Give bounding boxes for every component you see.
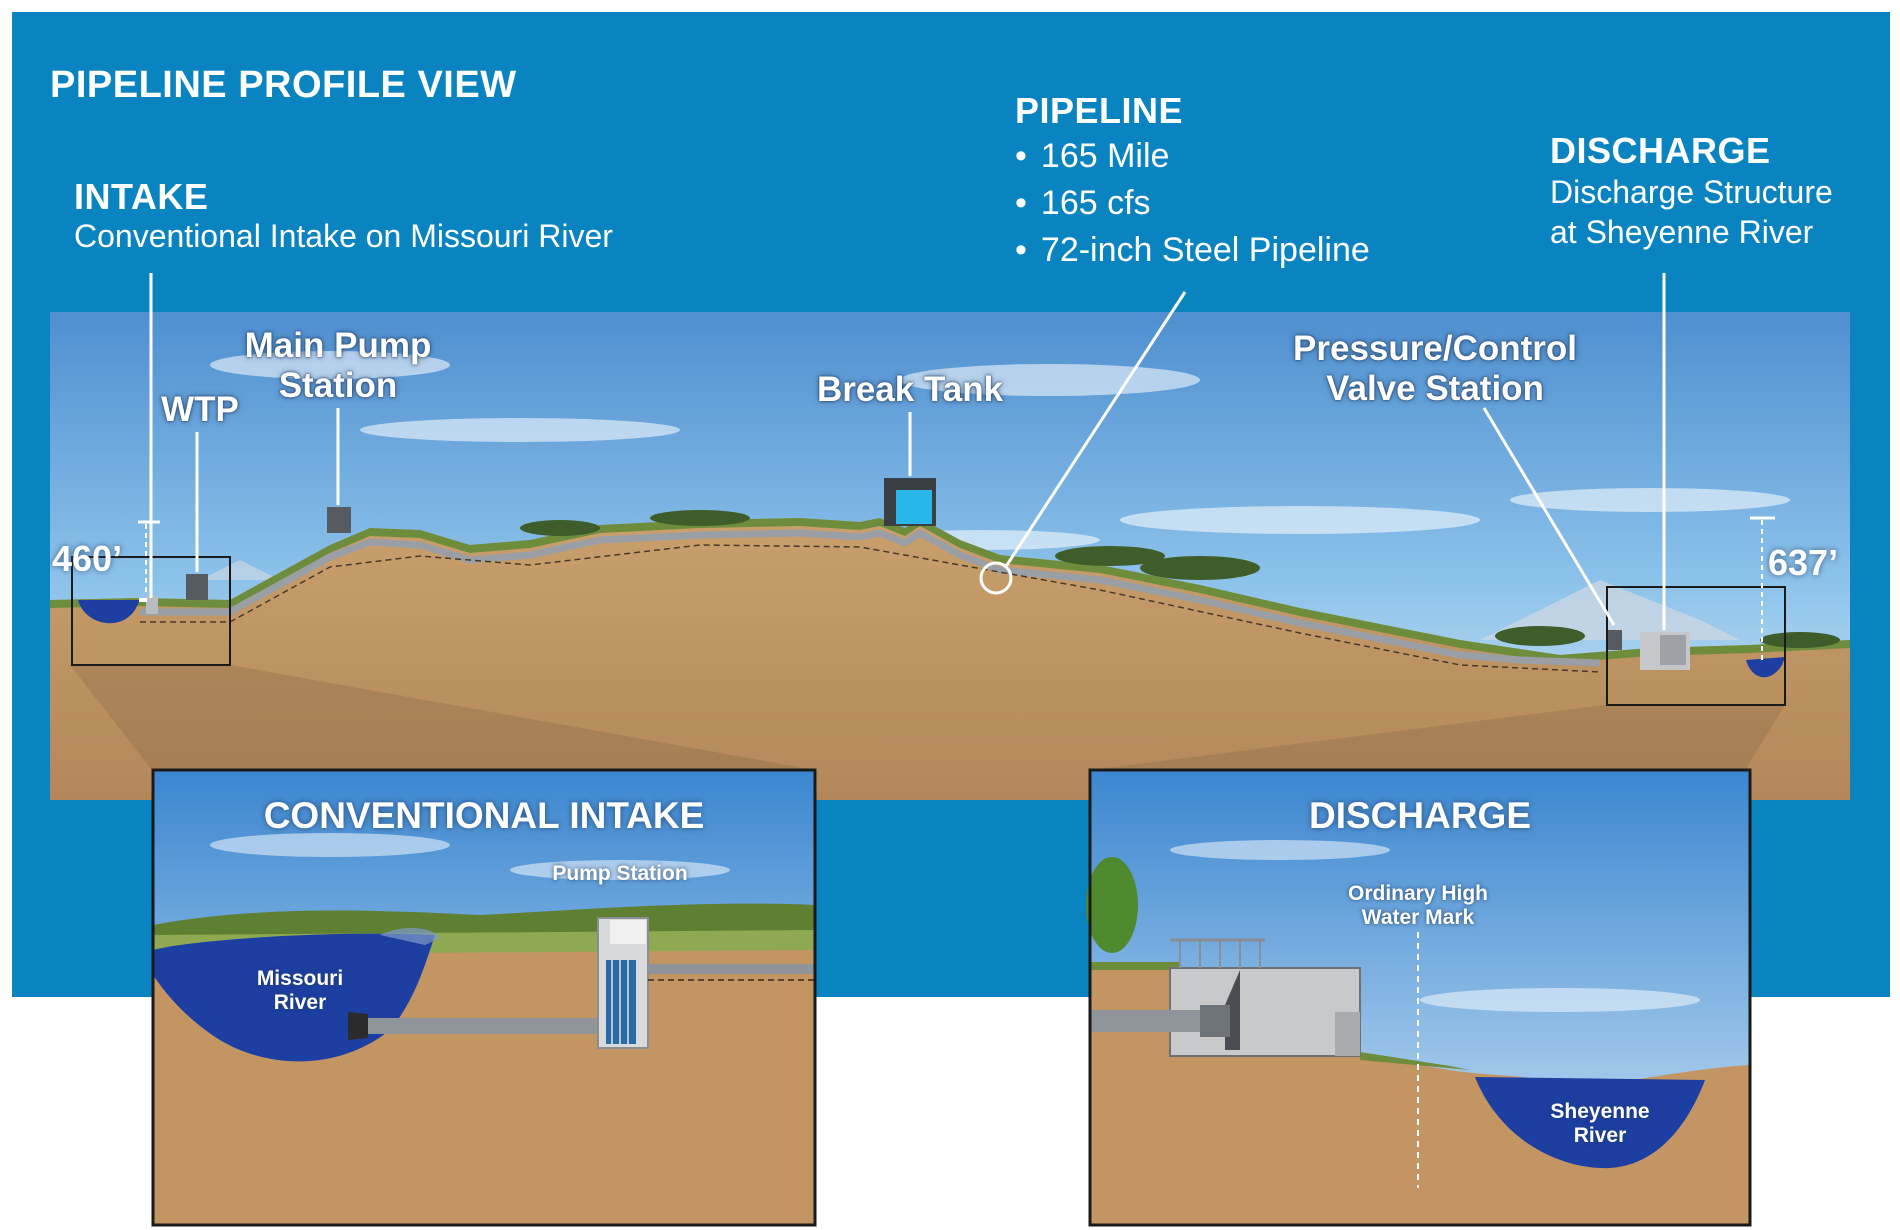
discharge-subtext-line1: Discharge Structure	[1550, 174, 1833, 210]
inset-discharge-panel	[1086, 768, 1752, 1227]
pcv-station-label: Pressure/Control Valve Station	[1285, 329, 1585, 409]
pipeline-bullet-flow: 165 cfs	[1015, 180, 1370, 227]
pipeline-bullet-length: 165 Mile	[1015, 133, 1370, 180]
pipeline-heading: PIPELINE	[1015, 90, 1184, 131]
main-pump-label-line1: Main Pump	[244, 326, 432, 365]
pipeline-bullets: 165 Mile 165 cfs 72-inch Steel Pipeline	[1015, 133, 1370, 274]
intake-heading: INTAKE	[74, 176, 209, 217]
sheyenne-river-line2: River	[1573, 1124, 1627, 1147]
discharge-subtext-line2: at Sheyenne River	[1550, 214, 1814, 250]
ohwm-line1: Ordinary High	[1347, 882, 1489, 905]
ohwm-line2: Water Mark	[1361, 906, 1475, 929]
pump-station-label: Pump Station	[552, 862, 688, 885]
pcv-label-line1: Pressure/Control	[1293, 329, 1577, 368]
sheyenne-river-label: Sheyenne River	[1535, 1100, 1665, 1148]
sheyenne-river-line1: Sheyenne	[1550, 1100, 1650, 1123]
pipeline-bullet-material: 72-inch Steel Pipeline	[1015, 227, 1370, 274]
intake-subtext: Conventional Intake on Missouri River	[74, 218, 613, 254]
inset-intake-title: CONVENTIONAL INTAKE	[263, 795, 705, 836]
profile-panel	[50, 273, 1850, 800]
inset-intake-panel	[151, 768, 817, 1227]
inset-discharge-title: DISCHARGE	[1308, 795, 1532, 836]
pcv-label-line2: Valve Station	[1326, 369, 1544, 408]
discharge-heading: DISCHARGE	[1550, 130, 1771, 171]
main-pump-label-line2: Station	[278, 366, 398, 405]
wtp-label: WTP	[161, 390, 239, 429]
main-pump-station-label: Main Pump Station	[238, 326, 438, 406]
ohwm-label: Ordinary High Water Mark	[1338, 882, 1498, 930]
missouri-river-label: Missouri River	[240, 967, 360, 1015]
page-title: PIPELINE PROFILE VIEW	[50, 64, 517, 106]
elevation-left: 460’	[52, 538, 123, 579]
break-tank-label: Break Tank	[816, 370, 1004, 409]
missouri-river-line2: River	[273, 991, 327, 1014]
elevation-right: 637’	[1768, 542, 1839, 583]
missouri-river-line1: Missouri	[256, 967, 344, 990]
